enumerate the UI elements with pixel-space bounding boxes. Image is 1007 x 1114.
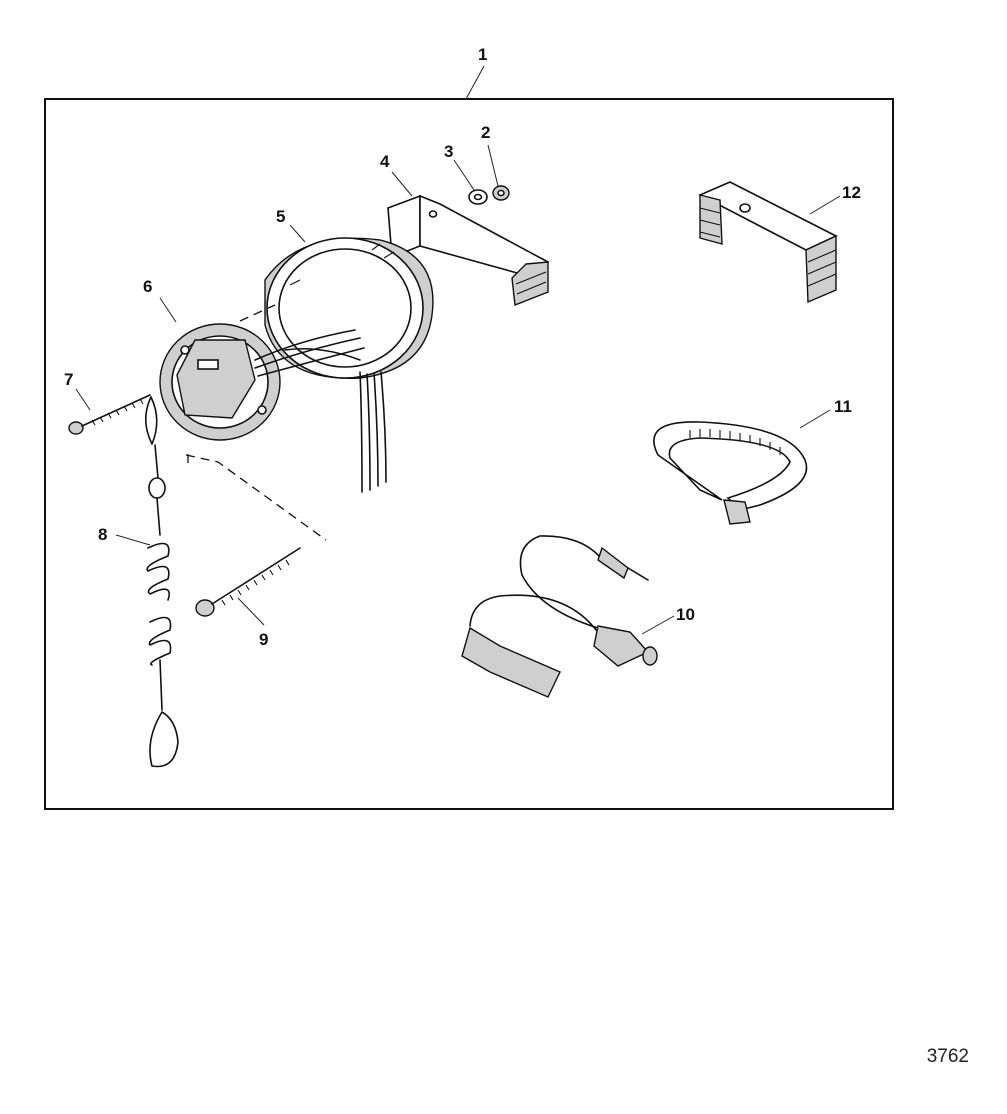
nut-part-2 xyxy=(492,185,510,201)
figure-number: 3762 xyxy=(926,1046,969,1067)
leader-7 xyxy=(75,388,91,411)
callout-9: 9 xyxy=(259,630,268,649)
leader-9 xyxy=(237,597,265,626)
callout-4: 4 xyxy=(380,152,390,171)
bracket-part-4 xyxy=(387,194,550,306)
leader-10 xyxy=(641,615,675,635)
callout-5: 5 xyxy=(276,207,285,226)
callout-6: 6 xyxy=(143,277,152,296)
flange-part-6 xyxy=(159,323,365,441)
callout-8: 8 xyxy=(98,525,107,544)
callout-10: 10 xyxy=(676,605,695,624)
alignment-dashed-line-a xyxy=(185,454,327,541)
washer-part-3 xyxy=(468,189,488,205)
leader-3 xyxy=(453,159,475,191)
leader-1 xyxy=(465,65,485,100)
u-clip-part-12 xyxy=(698,181,838,304)
leader-2 xyxy=(487,144,499,187)
leader-6 xyxy=(159,297,177,323)
leader-5 xyxy=(289,224,306,243)
leader-4 xyxy=(391,171,413,197)
callout-2: 2 xyxy=(481,123,490,142)
leader-8 xyxy=(115,534,151,546)
callout-12: 12 xyxy=(842,183,861,202)
band-clamp-part-11 xyxy=(653,421,808,525)
lanyard-part-8 xyxy=(144,396,179,768)
callout-3: 3 xyxy=(444,142,453,161)
callout-1: 1 xyxy=(478,45,487,64)
screw-part-7 xyxy=(68,394,151,435)
leader-11 xyxy=(799,409,831,429)
leader-12 xyxy=(809,195,841,215)
callout-7: 7 xyxy=(64,370,73,389)
sensor-harness-part-10 xyxy=(461,535,658,698)
alignment-dashed-line-b xyxy=(239,304,276,322)
kit-border-frame xyxy=(44,98,894,810)
housing-part-5 xyxy=(264,237,434,379)
housing-wires xyxy=(359,371,387,493)
callout-11: 11 xyxy=(834,397,852,416)
screw-part-9 xyxy=(195,547,301,617)
